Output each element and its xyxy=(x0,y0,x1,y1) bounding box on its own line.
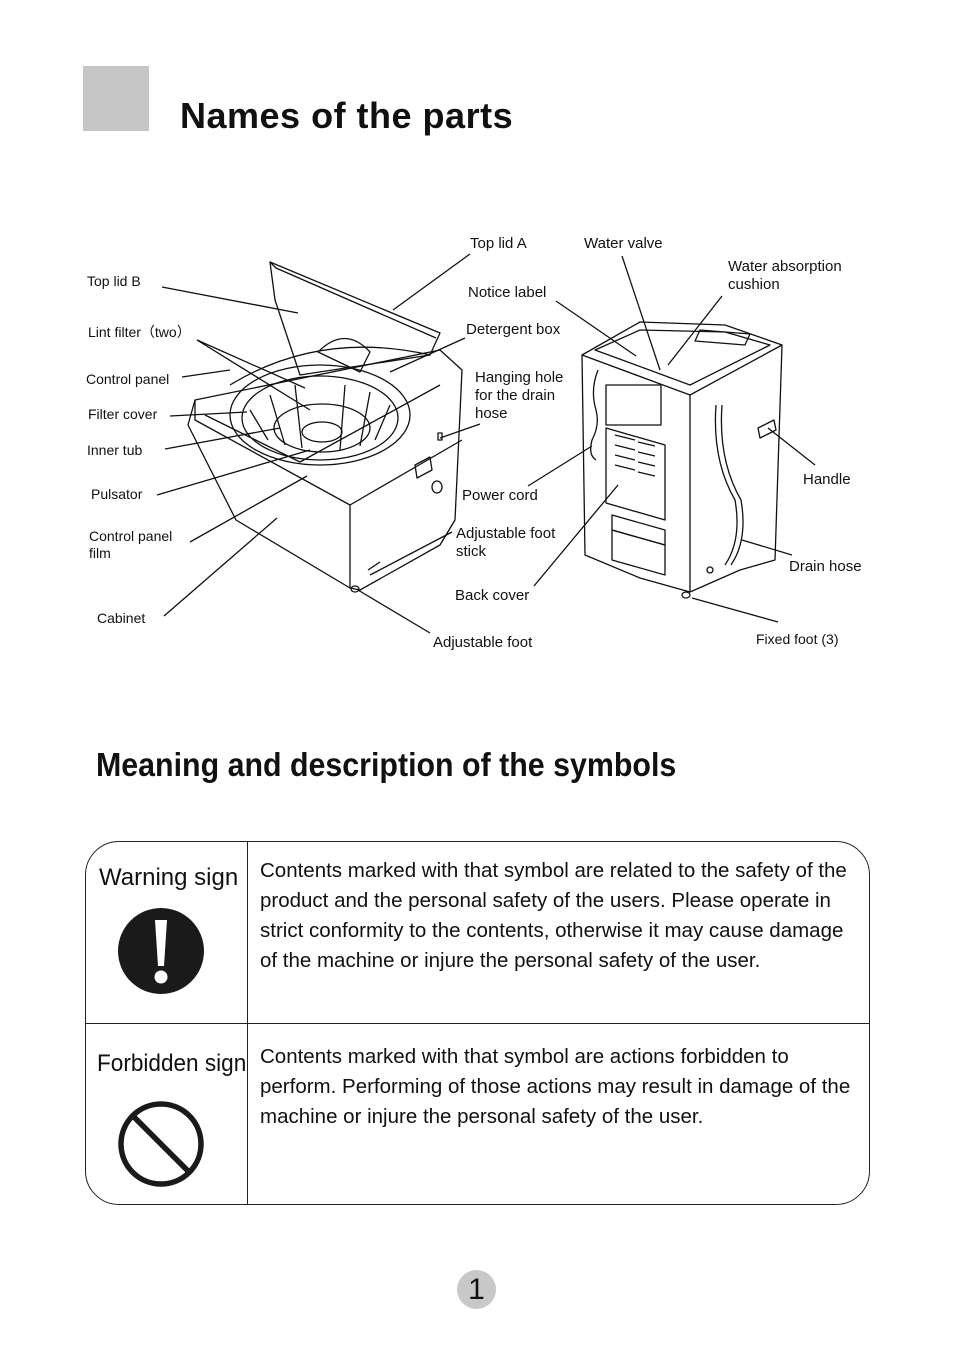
back-machine-cabinet xyxy=(581,321,783,593)
section-title-symbols: Meaning and description of the symbols xyxy=(96,746,677,783)
label-top-lid-b: Top lid B xyxy=(87,273,141,289)
section-marker-square xyxy=(83,66,149,131)
front-machine-tub xyxy=(229,364,411,466)
label-control-panel-film-line1: Control panel xyxy=(89,528,173,544)
exclamation-circle-icon xyxy=(118,908,204,994)
warning-sign-description: Contents marked with that symbol are rel… xyxy=(260,859,847,972)
label-adjustable-foot-stick-line2: stick xyxy=(456,543,486,560)
label-cabinet: Cabinet xyxy=(97,610,146,626)
page-title: Names of the parts xyxy=(180,95,514,136)
front-machine-lid-b xyxy=(269,261,441,376)
label-handle: Handle xyxy=(803,471,851,488)
label-adjustable-foot-stick: Adjustable foot stick xyxy=(456,525,555,561)
label-water-absorption-cushion-line1: Water absorption xyxy=(728,258,842,275)
forbidden-sign-label: Forbidden sign xyxy=(97,1050,247,1077)
label-hanging-hole-line3: hose xyxy=(475,405,508,422)
label-inner-tub: Inner tub xyxy=(87,442,143,458)
row-divider xyxy=(86,1023,869,1024)
label-back-cover: Back cover xyxy=(455,587,530,604)
prohibition-circle-icon xyxy=(118,1101,204,1187)
label-hanging-hole-line1: Hanging hole xyxy=(475,369,564,386)
front-machine-cabinet xyxy=(187,349,463,591)
label-hanging-hole-line2: for the drain xyxy=(475,387,556,404)
label-notice-label: Notice label xyxy=(468,284,547,301)
back-cover-panel xyxy=(605,384,662,426)
label-water-absorption-cushion-line2: cushion xyxy=(728,276,780,293)
label-filter-cover: Filter cover xyxy=(88,406,158,422)
label-pulsator: Pulsator xyxy=(91,486,143,502)
forbidden-sign-description: Contents marked with that symbol are act… xyxy=(260,1045,851,1128)
drain-hose xyxy=(714,404,738,566)
label-hanging-hole: Hanging hole for the drain hose xyxy=(475,369,563,423)
washing-machine-diagram xyxy=(156,253,816,634)
warning-sign-label: Warning sign xyxy=(99,864,239,891)
label-control-panel-film-line2: film xyxy=(89,545,111,561)
label-drain-hose: Drain hose xyxy=(789,558,862,575)
label-detergent-box: Detergent box xyxy=(466,321,561,338)
label-control-panel: Control panel xyxy=(86,371,170,387)
label-control-panel-film: Control panel film xyxy=(89,528,172,562)
label-water-valve: Water valve xyxy=(584,235,663,252)
label-lint-filter: Lint filter（two） xyxy=(88,324,191,340)
label-power-cord: Power cord xyxy=(462,487,538,504)
symbols-table: Warning sign Contents marked with that s… xyxy=(85,841,870,1205)
label-fixed-foot: Fixed foot (3) xyxy=(756,631,839,647)
page-number: 1 xyxy=(457,1270,496,1309)
label-top-lid-a: Top lid A xyxy=(470,235,527,252)
label-adjustable-foot: Adjustable foot xyxy=(433,634,533,651)
label-adjustable-foot-stick-line1: Adjustable foot xyxy=(456,525,556,542)
label-water-absorption-cushion: Water absorption cushion xyxy=(728,258,842,294)
